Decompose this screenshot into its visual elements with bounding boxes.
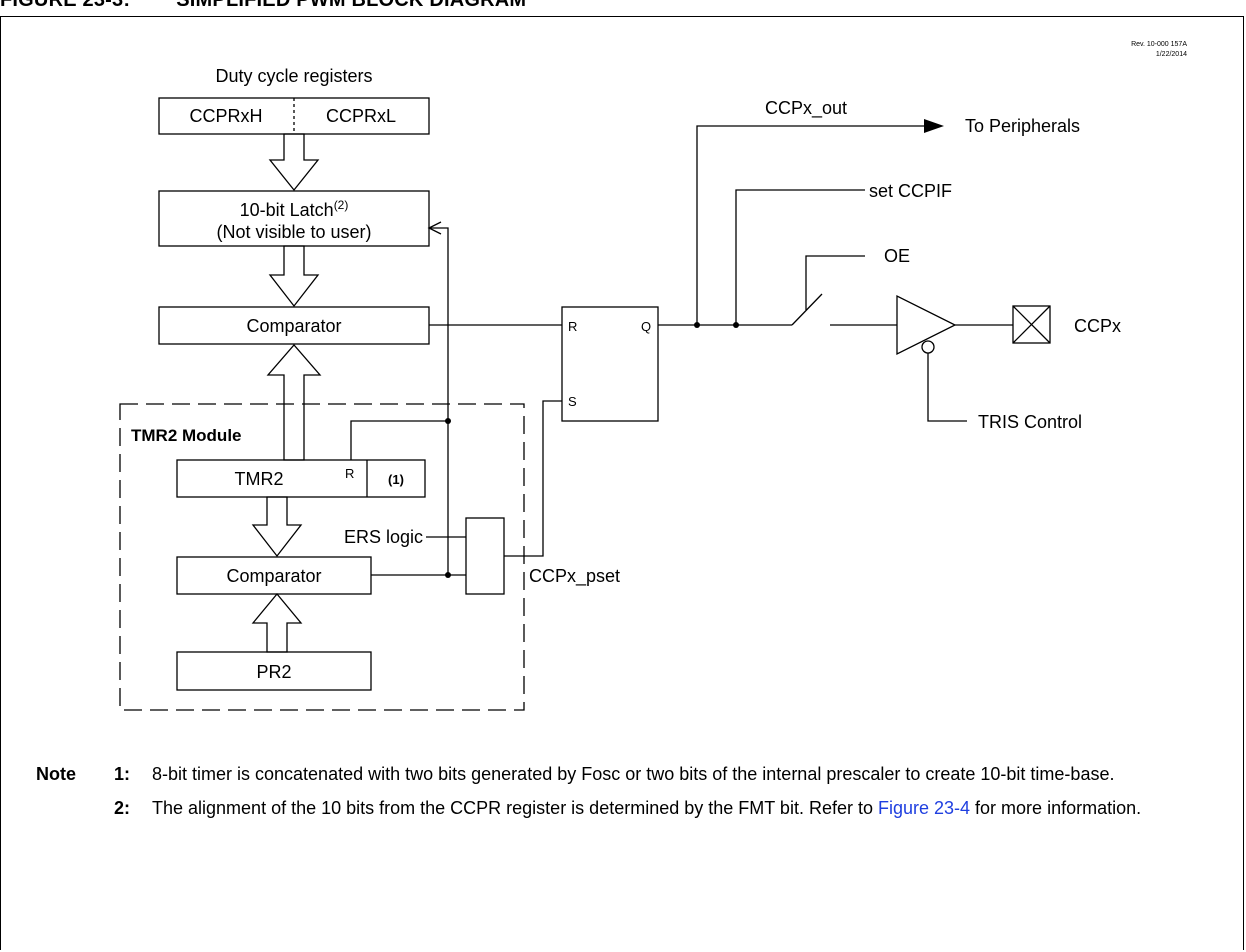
or-gate-box xyxy=(465,517,505,595)
note-2-number: 2: xyxy=(114,798,131,818)
ccpx-pin-label: CCPx xyxy=(1074,316,1121,336)
note-2: 2: The alignment of the 10 bits from the… xyxy=(36,796,1236,820)
tmr2-module-box xyxy=(119,403,525,711)
ccprxh-label: CCPRxH xyxy=(189,106,262,126)
tmr2-reset-label: R xyxy=(345,466,354,481)
figure-23-4-link[interactable]: Figure 23-4 xyxy=(877,798,971,818)
ccpx-out-label: CCPx_out xyxy=(765,98,847,119)
tris-inversion-bubble xyxy=(921,340,935,354)
duty-cycle-label: Duty cycle registers xyxy=(215,66,372,86)
sr-latch-box xyxy=(561,306,659,422)
pr2-label: PR2 xyxy=(256,662,291,682)
to-peripherals-arrowhead xyxy=(924,119,944,133)
figure-title: FIGURE 23-3: SIMPLIFIED PWM BLOCK DIAGRA… xyxy=(0,0,527,11)
figure-frame xyxy=(0,16,1244,950)
rev-line1: Rev. 10-000 157A xyxy=(1131,41,1187,48)
latch-label: 10-bit Latch(2) xyxy=(240,198,349,220)
comparator-top-label: Comparator xyxy=(246,316,341,336)
note-1-text: 8-bit timer is concatenated with two bit… xyxy=(152,764,1115,784)
sr-r-label: R xyxy=(568,319,577,334)
rev-line2: 1/22/2014 xyxy=(1156,51,1187,58)
arrow-pr2-to-lower-comparator xyxy=(251,592,303,653)
sr-q-label: Q xyxy=(641,319,651,334)
ccpx-pset-label: CCPx_pset xyxy=(529,566,620,587)
ccpx-pin xyxy=(1012,305,1051,344)
ers-logic-label: ERS logic xyxy=(344,527,423,547)
arrow-latch-to-comparator xyxy=(268,245,320,308)
oe-label: OE xyxy=(884,246,910,266)
arrow-tmr2-to-lower-comparator xyxy=(251,496,303,558)
note-1: Note 1: 8-bit timer is concatenated with… xyxy=(36,762,1236,786)
tmr2-label: TMR2 xyxy=(235,469,284,489)
latch-sublabel: (Not visible to user) xyxy=(216,222,371,242)
note-2-text-b: for more information. xyxy=(970,798,1142,818)
tmr2-module-label: TMR2 Module xyxy=(131,426,242,445)
sr-s-label: S xyxy=(568,394,577,409)
note1-marker: (1) xyxy=(388,472,404,487)
note-2-text-a: The alignment of the 10 bits from the CC… xyxy=(152,798,878,818)
comparator-bottom-label: Comparator xyxy=(226,566,321,586)
arrow-registers-to-latch xyxy=(268,133,320,192)
tris-control-label: TRIS Control xyxy=(978,412,1082,432)
output-buffer xyxy=(896,294,957,356)
ccprxl-label: CCPRxL xyxy=(326,106,396,126)
set-ccpif-label: set CCPIF xyxy=(869,181,952,201)
note-1-number: 1: xyxy=(114,764,131,784)
to-peripherals-label: To Peripherals xyxy=(965,116,1080,136)
note-label: Note xyxy=(36,764,76,784)
notes-section: Note 1: 8-bit timer is concatenated with… xyxy=(36,762,1236,830)
arrow-tmr2-to-comparator xyxy=(266,344,322,461)
